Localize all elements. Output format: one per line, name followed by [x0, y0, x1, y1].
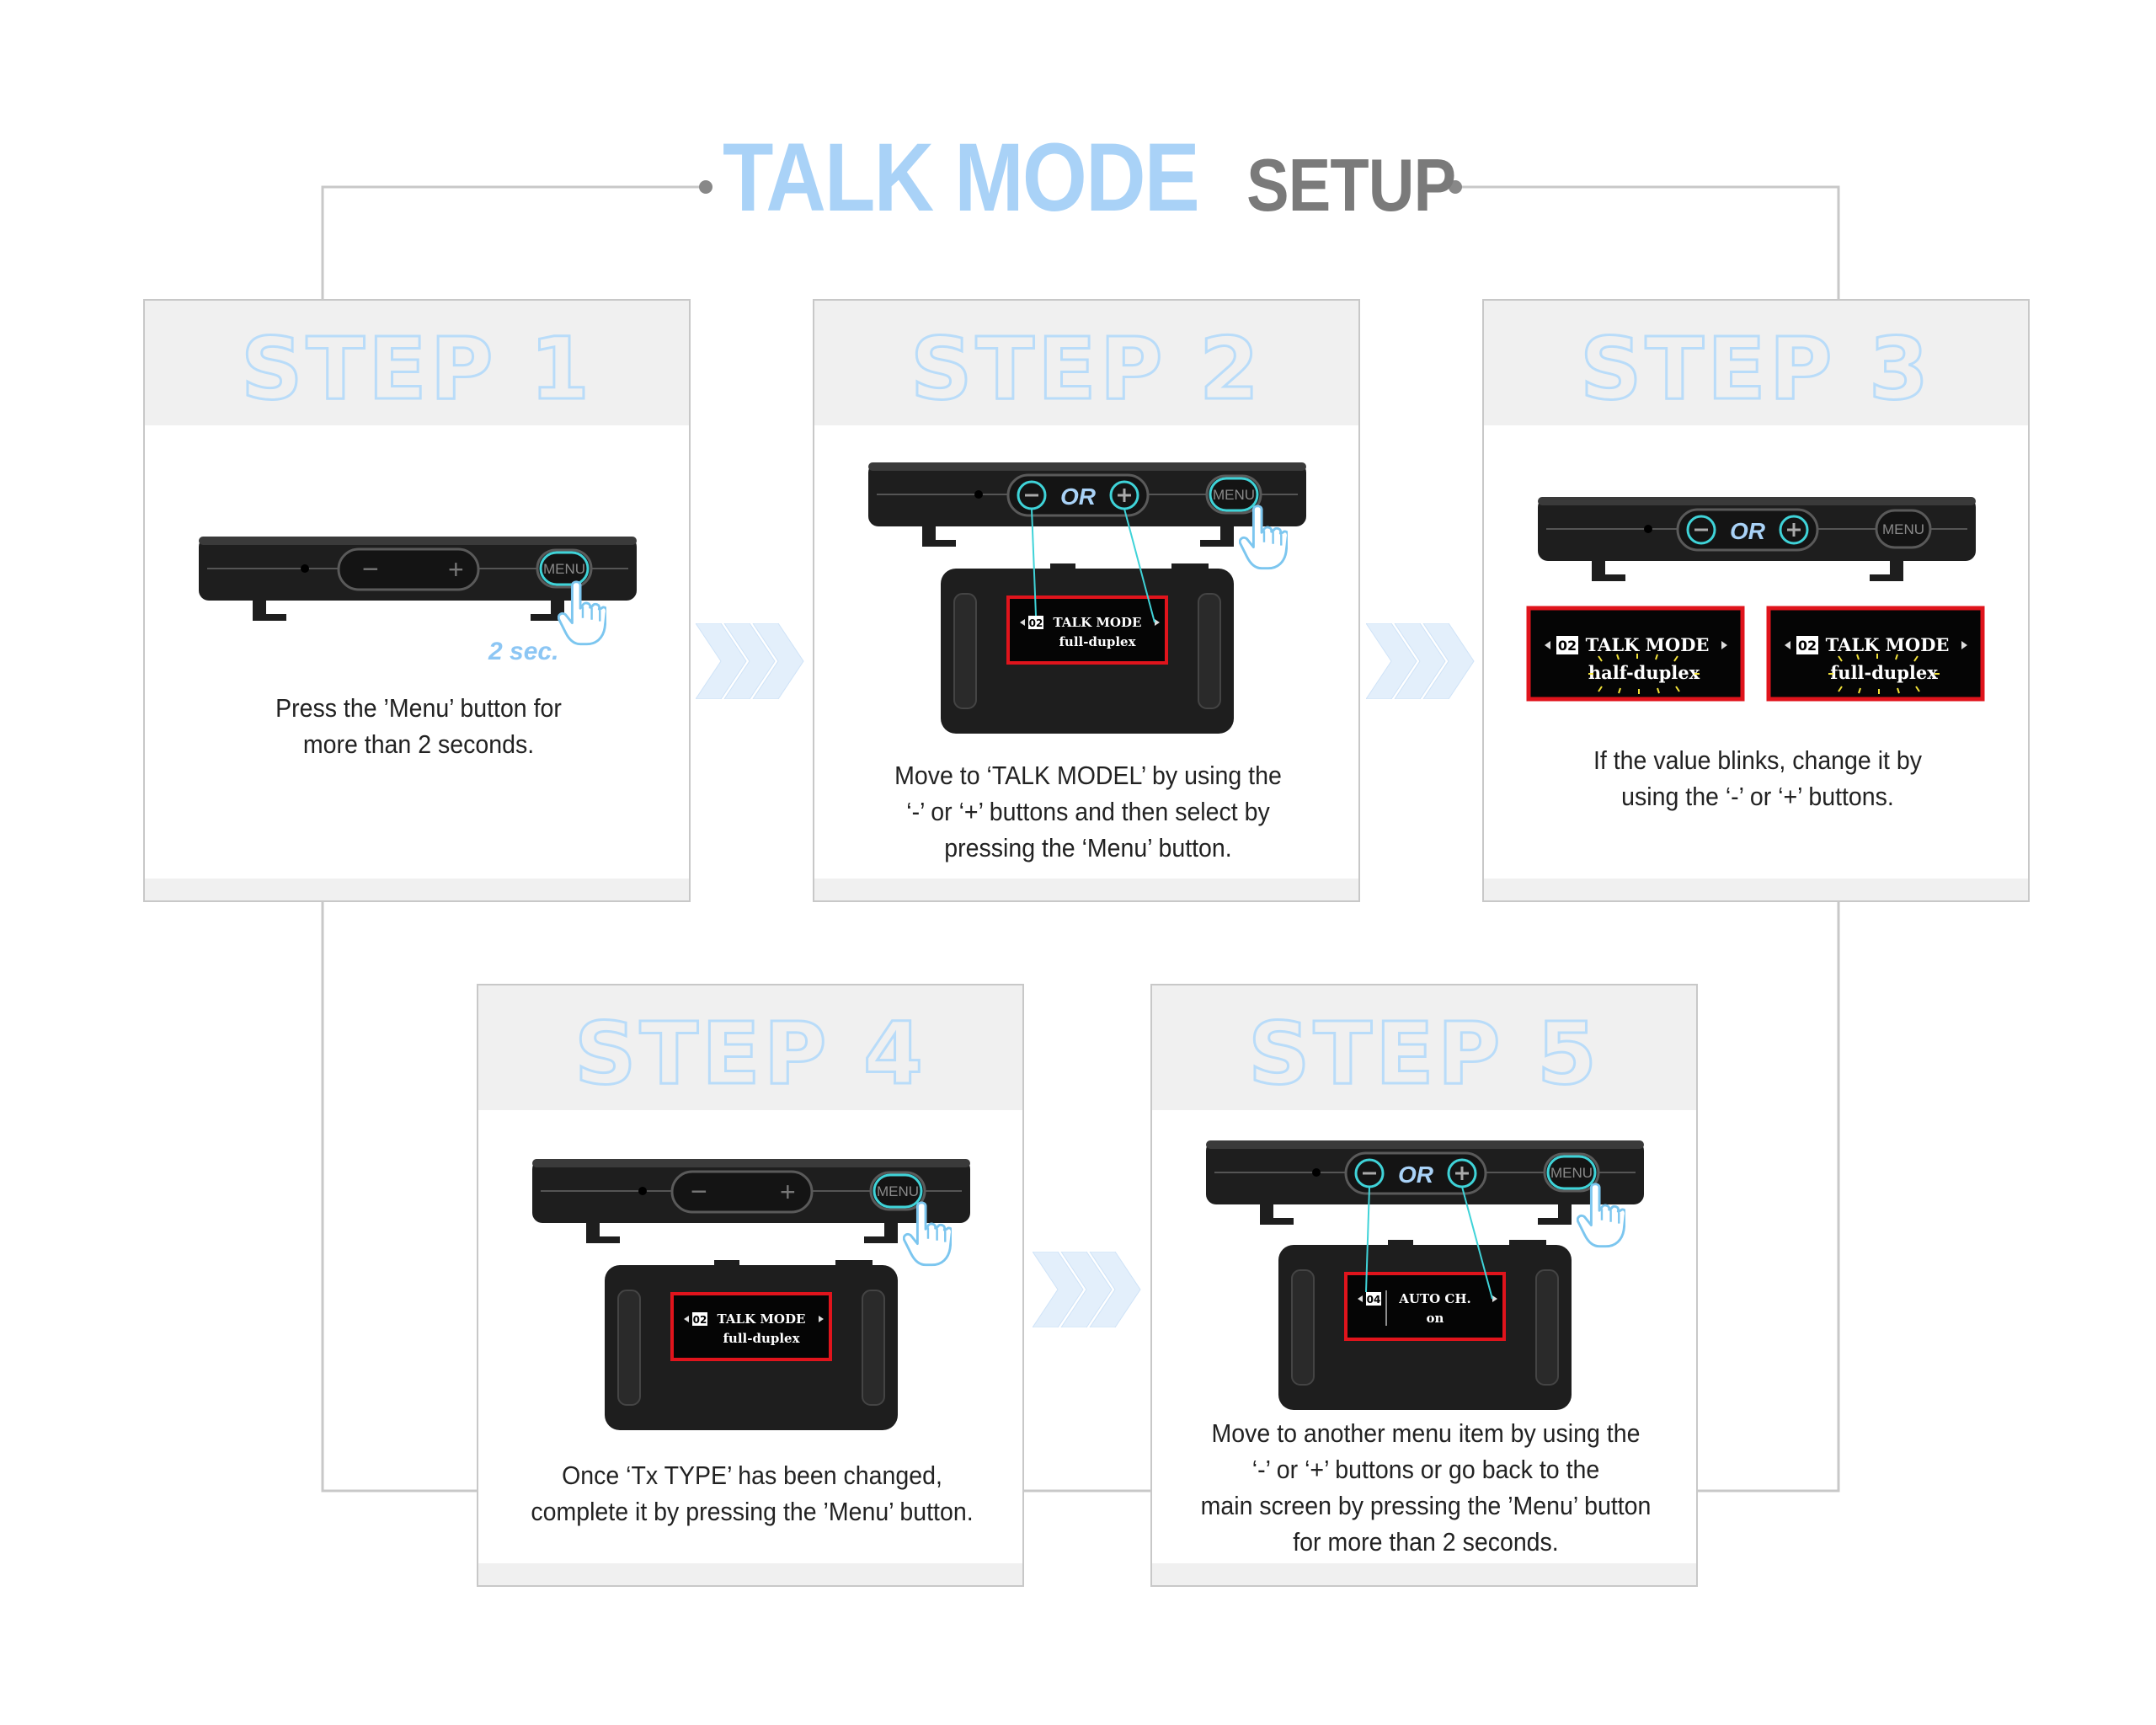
screen-title: TALK MODE — [1826, 634, 1950, 655]
screen-title: TALK MODE — [1054, 615, 1142, 630]
menu-label: MENU — [1882, 521, 1924, 537]
minus-label: − — [691, 1176, 707, 1208]
menu-number: 02 — [693, 1314, 707, 1326]
step-1-caption: Press the ’Menu’ button for more than 2 … — [275, 693, 562, 759]
step-5-caption: Move to another menu item by using the ‘… — [1200, 1418, 1652, 1557]
display-highlight-box — [670, 1292, 832, 1361]
arrow-step4-to-step5-icon — [1033, 1252, 1141, 1327]
screen-value-blinking: half-duplex — [1588, 662, 1700, 683]
step-1-card: STEP 1 − + MENU 2 sec. Press the ’Menu’ … — [143, 299, 691, 902]
title-suffix: SETUP — [1246, 143, 1456, 227]
step-3-caption: If the value blinks, change it by using … — [1593, 745, 1922, 811]
plus-label: + — [448, 554, 464, 585]
callout-line — [1031, 508, 1037, 617]
screen-value: full-duplex — [723, 1331, 800, 1346]
menu-label: MENU — [877, 1183, 919, 1199]
transmitter-top-view: OR MENU — [1206, 1140, 1644, 1225]
step-1-label: STEP 1 — [240, 318, 593, 421]
callout-line — [1365, 1186, 1370, 1293]
step-2-caption: Move to ‘TALK MODEL’ by using the ‘-’ or… — [894, 761, 1282, 862]
step-4-label: STEP 4 — [574, 1003, 926, 1106]
screen-title: TALK MODE — [1586, 634, 1710, 655]
step-5-card: STEP 5 OR MENU 04 — [1150, 984, 1698, 1587]
menu-number: 02 — [1798, 638, 1817, 654]
step-1-header: STEP 1 — [145, 301, 689, 425]
menu-label: MENU — [1550, 1165, 1593, 1181]
step-2-card: STEP 2 OR MENU 02 — [813, 299, 1360, 902]
menu-button-highlight — [1209, 477, 1259, 512]
transmitter-top-view: OR MENU — [868, 462, 1306, 547]
screen-full-duplex: 02 TALK MODE full-duplex — [1766, 606, 1985, 702]
screen-title: TALK MODE — [718, 1311, 806, 1327]
receiver-front-view: 02 TALK MODE full-duplex — [605, 1260, 898, 1430]
menu-number: 02 — [1558, 638, 1577, 654]
or-label: OR — [1730, 518, 1766, 544]
menu-button-highlight — [1546, 1155, 1597, 1190]
plus-label: + — [780, 1177, 796, 1207]
step-4-caption: Once ‘Tx TYPE’ has been changed, complet… — [531, 1461, 974, 1526]
step-5-header: STEP 5 — [1152, 985, 1696, 1110]
callout-line — [1123, 508, 1155, 623]
step-2-illustration: OR MENU 02 TALK MODE full-duplex — [868, 462, 1306, 734]
step-2-label: STEP 2 — [910, 318, 1262, 421]
menu-button-highlight — [873, 1173, 923, 1209]
step-1-illustration: − + MENU 2 sec. — [199, 537, 637, 665]
screen-value: full-duplex — [1059, 634, 1136, 649]
screen-title: AUTO CH. — [1398, 1291, 1471, 1306]
step-4-header: STEP 4 — [478, 985, 1022, 1110]
transmitter-top-view: − + MENU — [199, 537, 637, 621]
receiver-front-view: 02 TALK MODE full-duplex — [941, 563, 1234, 734]
step-4-card: STEP 4 − + MENU 02 TALK MODE — [477, 984, 1024, 1587]
title-main: TALK MODE — [723, 124, 1200, 232]
receiver-front-view: 04 AUTO CH. on — [1278, 1240, 1572, 1410]
menu-number: 02 — [1029, 617, 1043, 629]
arrow-step1-to-step2-icon — [696, 623, 804, 699]
menu-button-highlight — [539, 551, 590, 586]
step-2-header: STEP 2 — [814, 301, 1358, 425]
arrow-step2-to-step3-icon — [1366, 623, 1475, 699]
menu-label: MENU — [1213, 487, 1255, 503]
or-label: OR — [1060, 483, 1097, 510]
screen-half-duplex: 02 TALK MODE half-duplex — [1526, 606, 1745, 702]
display-highlight-box — [1344, 1272, 1506, 1341]
hold-time-label: 2 sec. — [488, 638, 558, 665]
step-5-illustration: OR MENU 04 AUTO CH. on — [1206, 1140, 1644, 1410]
step-3-header: STEP 3 — [1484, 301, 2028, 425]
transmitter-top-view: OR MENU — [1538, 497, 1976, 581]
step-3-label: STEP 3 — [1579, 318, 1932, 421]
step-3-card: STEP 3 OR MENU 02 TALK MODE half-duplex — [1482, 299, 2030, 902]
step-5-label: STEP 5 — [1247, 1003, 1600, 1106]
page-title: TALK MODE SETUP — [0, 122, 2156, 233]
or-label: OR — [1398, 1162, 1434, 1188]
menu-number: 04 — [1367, 1294, 1381, 1306]
menu-label: MENU — [543, 561, 585, 577]
step-3-illustration: OR MENU 02 TALK MODE half-duplex 02 TALK… — [1526, 497, 1985, 702]
display-highlight-box — [1006, 595, 1168, 665]
minus-label: − — [362, 553, 379, 585]
screen-value: on — [1427, 1311, 1444, 1326]
step-4-illustration: − + MENU 02 TALK MODE full-duplex — [532, 1159, 970, 1430]
transmitter-top-view: − + MENU — [532, 1159, 970, 1243]
callout-line — [1461, 1186, 1493, 1300]
screen-value-blinking: full-duplex — [1830, 662, 1938, 683]
